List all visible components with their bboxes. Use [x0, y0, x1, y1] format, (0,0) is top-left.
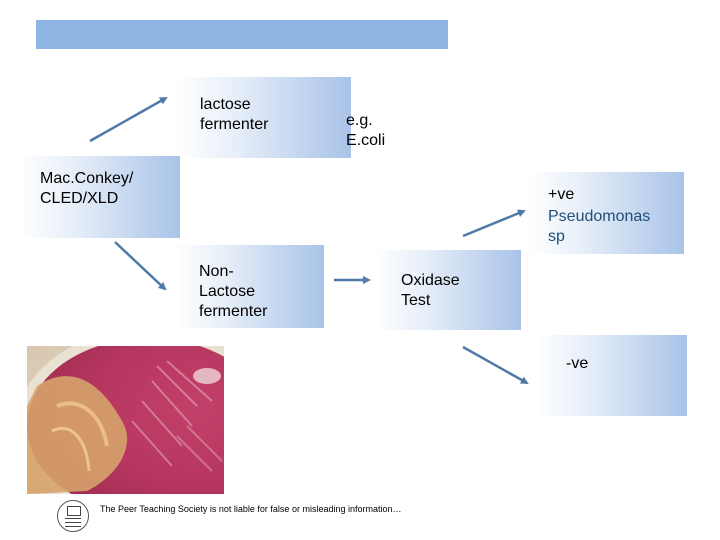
agar-plate-photo — [27, 346, 224, 494]
negative-result-box: -ve — [536, 335, 687, 416]
lactose-fermenter-box: lactose fermenter — [176, 77, 351, 158]
oxidase-test-box: Oxidase Test — [374, 250, 521, 330]
ecoli-label: e.g. E.coli — [346, 112, 386, 149]
non-lactose-label: Non- Lactose fermenter — [199, 263, 268, 320]
ecoli-box: e.g. E.coli — [326, 93, 521, 163]
negative-label: -ve — [566, 355, 589, 372]
non-lactose-fermenter-box: Non- Lactose fermenter — [174, 245, 324, 328]
oxidase-label: Oxidase Test — [401, 272, 460, 309]
positive-result-box: +ve Pseudomonas sp — [529, 172, 684, 254]
arrow-to-positive — [462, 209, 526, 238]
arrow-to-negative — [462, 345, 529, 385]
arrow-to-non-lactose — [114, 241, 167, 291]
maconkey-box: Mac.Conkey/ CLED/XLD — [19, 156, 180, 238]
lactose-fermenter-label: lactose fermenter — [200, 96, 269, 133]
maconkey-label: Mac.Conkey/ CLED/XLD — [40, 170, 134, 207]
positive-label: +ve — [548, 186, 575, 203]
peer-teaching-society-logo — [57, 500, 89, 532]
title-banner — [36, 20, 448, 49]
arrow-to-lactose — [89, 96, 168, 143]
pseudomonas-label: Pseudomonas sp — [548, 208, 651, 245]
footer-disclaimer: The Peer Teaching Society is not liable … — [100, 504, 402, 514]
